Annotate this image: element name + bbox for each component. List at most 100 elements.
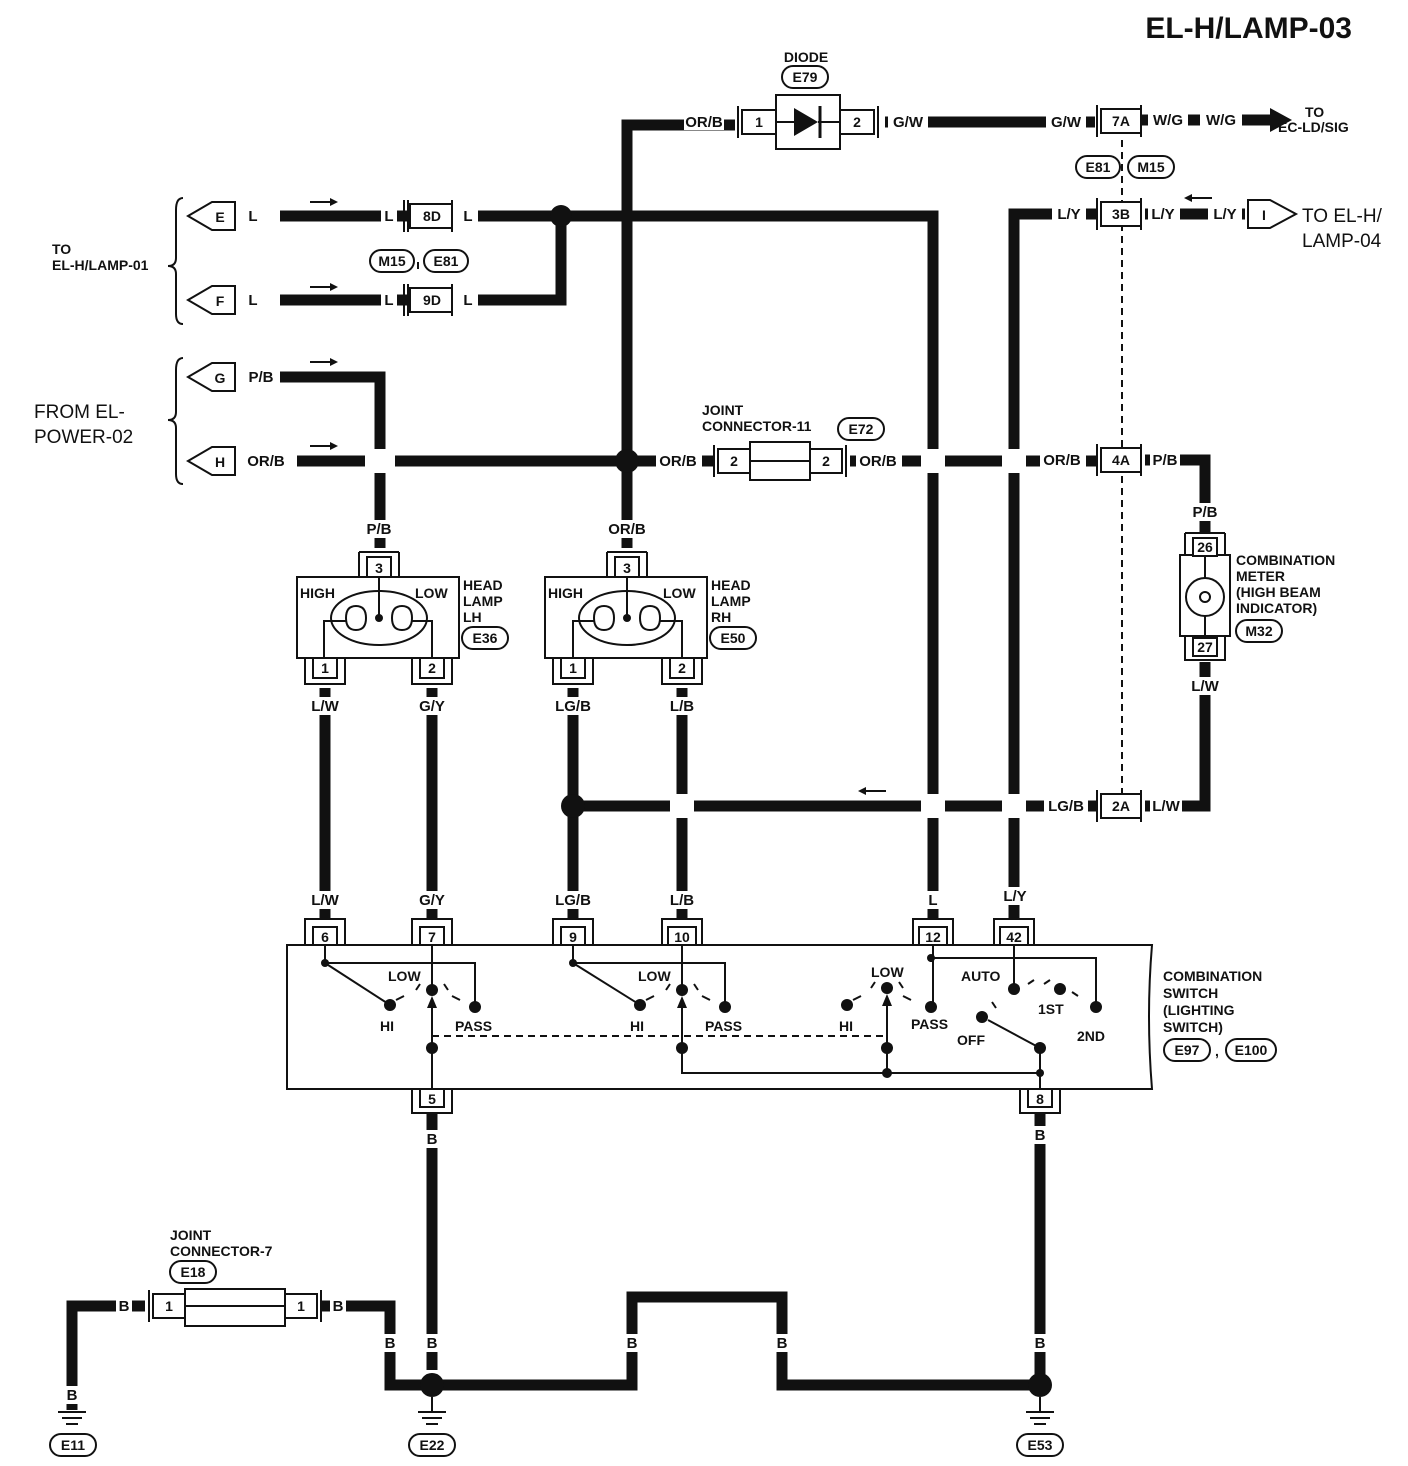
svg-text:2ND: 2ND [1077, 1028, 1105, 1044]
connector-2a: 2A [1096, 790, 1142, 822]
wire-color-label: L [463, 292, 472, 309]
flow-arrows [310, 194, 1212, 795]
wire-color-label: L/B [670, 892, 694, 909]
svg-text:H: H [215, 454, 225, 470]
joint-connector-11: JOINT CONNECTOR-11 E72 2 2 [702, 402, 885, 481]
switch-pin-6: 6 [304, 918, 346, 946]
switch-pin-9: 9 [552, 918, 594, 946]
svg-text:2A: 2A [1112, 798, 1130, 814]
terminal-h: H [186, 446, 236, 476]
svg-text:METER: METER [1236, 568, 1285, 584]
connector-4a: 4A [1096, 444, 1142, 476]
svg-text:HI: HI [630, 1018, 644, 1034]
svg-text:9D: 9D [423, 292, 441, 308]
wire-color-label: B [627, 1335, 638, 1352]
connector-9d: 9D [403, 284, 453, 316]
ground-e22: E22 [408, 1397, 456, 1457]
page-title: EL-H/LAMP-03 [1145, 12, 1352, 45]
wire-b-j7-left [66, 1300, 145, 1410]
svg-text:4A: 4A [1112, 452, 1130, 468]
harness-connectors: 8D 9D M15 E81 7A E81 M15 3B [369, 105, 1175, 822]
code-badge [423, 249, 469, 273]
ref-to-lamp01-line2: EL-H/LAMP-01 [52, 257, 149, 273]
svg-text:OFF: OFF [957, 1032, 985, 1048]
terminal-i: I [1247, 199, 1299, 229]
svg-text:3: 3 [375, 560, 383, 576]
diode-symbol [794, 108, 818, 136]
left-references: TO EL-H/LAMP-01 FROM EL- POWER-02 E F G … [34, 197, 236, 485]
code-badge [1075, 155, 1121, 179]
connector-8d: 8D [403, 200, 453, 232]
wire-color-label: G/Y [419, 698, 445, 715]
svg-text:E100: E100 [1235, 1042, 1268, 1058]
head-lamp-rh: 3 HIGH LOW 1 2 HEAD LAMP RH E50 [544, 551, 757, 685]
ground-icon [1026, 1397, 1054, 1425]
wire-l-8d [478, 210, 939, 920]
svg-text:12: 12 [925, 929, 941, 945]
svg-text:INDICATOR): INDICATOR) [1236, 600, 1317, 616]
wire-b-ground-run [432, 1291, 1040, 1391]
svg-text:EC-LD/SIG: EC-LD/SIG [1278, 119, 1349, 135]
code-badge [369, 249, 415, 273]
svg-text:I: I [1262, 207, 1266, 223]
svg-text:CONNECTOR-11: CONNECTOR-11 [702, 418, 812, 434]
svg-text:8: 8 [1036, 1091, 1044, 1107]
wire-color-label: OR/B [608, 521, 646, 538]
svg-text:M32: M32 [1245, 623, 1272, 639]
svg-text:9: 9 [569, 929, 577, 945]
combination-switch: 6 7 9 10 12 42 5 8 LOW HI PASS LOW [286, 918, 1277, 1114]
wire-color-label: L/W [311, 698, 339, 715]
wire-color-label: L [248, 208, 257, 225]
wire-color-label: L [384, 292, 393, 309]
arrow-to-ecld [1270, 108, 1292, 132]
ground-icon [418, 1397, 446, 1425]
right-references: TO EC-LD/SIG I TO EL-H/ LAMP-04 [1247, 104, 1383, 252]
joint-connector-7: JOINT CONNECTOR-7 E18 1 1 [148, 1227, 322, 1327]
svg-text:E: E [215, 209, 224, 225]
svg-text:RH: RH [711, 609, 731, 625]
splice-points [420, 205, 1052, 1397]
wire-pb-g [280, 371, 386, 548]
wire-labels: OR/B G/W G/W W/G W/G L L L L L L L/Y L/Y… [64, 112, 1242, 1404]
wire-color-label: L/B [670, 698, 694, 715]
svg-text:COMBINATION: COMBINATION [1163, 968, 1262, 984]
svg-text:SWITCH): SWITCH) [1163, 1019, 1223, 1035]
svg-text:3B: 3B [1112, 206, 1130, 222]
svg-text:LOW: LOW [638, 968, 671, 984]
svg-text:M15: M15 [378, 253, 405, 269]
svg-text:PASS: PASS [911, 1016, 948, 1032]
svg-text:(HIGH BEAM: (HIGH BEAM [1236, 584, 1321, 600]
svg-text:E81: E81 [1086, 159, 1111, 175]
switch-pin-8: 8 [1019, 1088, 1061, 1114]
svg-text:2: 2 [730, 453, 738, 469]
wire-color-label: OR/B [685, 114, 723, 131]
switch-pin-42: 42 [993, 918, 1035, 946]
svg-text:5: 5 [428, 1091, 436, 1107]
wire-color-label: L/Y [1003, 888, 1026, 905]
svg-text:E97: E97 [1175, 1042, 1200, 1058]
svg-text:2: 2 [853, 114, 861, 130]
svg-text:LAMP: LAMP [711, 593, 751, 609]
svg-text:E36: E36 [473, 630, 498, 646]
svg-text:E50: E50 [721, 630, 746, 646]
svg-text:10: 10 [674, 929, 690, 945]
wire-color-label: G/Y [419, 892, 445, 909]
wire-color-label: L [463, 208, 472, 225]
svg-text:E18: E18 [181, 1264, 206, 1280]
wire-color-label: L/W [311, 892, 339, 909]
wire-color-label: P/B [1152, 452, 1177, 469]
svg-text:TO EL-H/: TO EL-H/ [1302, 206, 1383, 227]
svg-text:E79: E79 [793, 69, 818, 85]
wire-color-label: G/W [1051, 114, 1082, 131]
wire-color-label: P/B [1192, 504, 1217, 521]
wire-color-label: OR/B [859, 453, 897, 470]
svg-text:M15: M15 [1137, 159, 1164, 175]
switch-pin-12: 12 [912, 918, 954, 946]
svg-text:HIGH: HIGH [548, 585, 583, 601]
switch-pin-5: 5 [411, 1088, 453, 1114]
code-badge [1127, 155, 1175, 179]
svg-text:PASS: PASS [455, 1018, 492, 1034]
wire-color-label: L/Y [1213, 206, 1236, 223]
wire-color-label: B [1035, 1335, 1046, 1352]
